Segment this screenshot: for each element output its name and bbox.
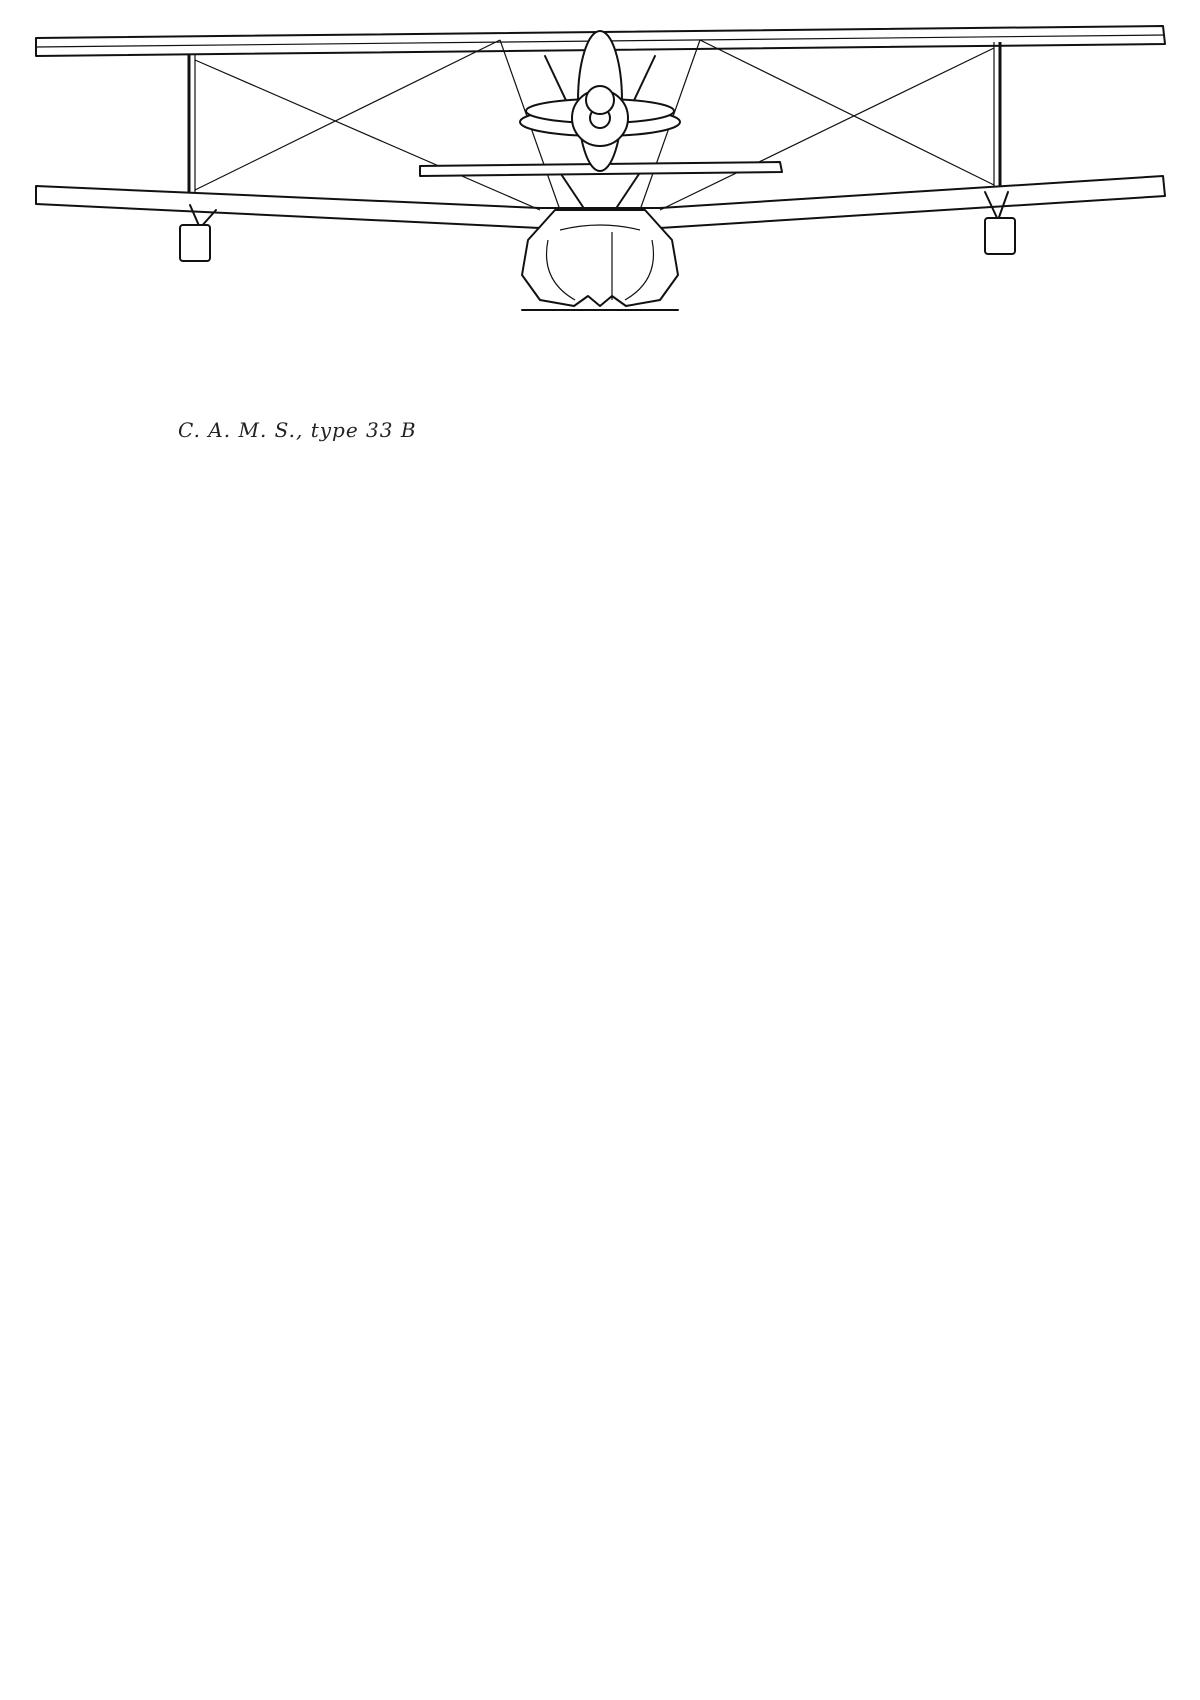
drawing-caption: C. A. M. S., type 33 B xyxy=(178,418,417,442)
front-view xyxy=(35,25,1166,311)
wingtip-float-left xyxy=(179,204,217,262)
propeller-front xyxy=(519,30,681,172)
hull-front xyxy=(521,209,679,307)
wingtip-float-right xyxy=(984,191,1016,255)
lower-wing xyxy=(35,175,1166,229)
